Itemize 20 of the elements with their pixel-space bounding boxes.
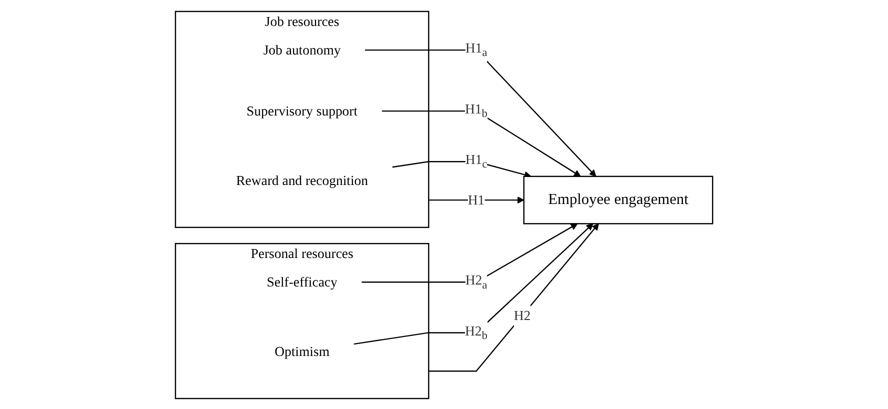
- edge-label: H1$_{c}$: [465, 152, 488, 170]
- edge-label: H2$_{b}$: [464, 322, 488, 342]
- arrow: [428, 222, 599, 372]
- node-text: Supervisory support: [246, 102, 358, 118]
- arrow: [428, 196, 524, 204]
- edge-label: H2$_{a}$: [465, 272, 488, 292]
- node-box: Employee engagement: [523, 175, 714, 224]
- arrow: [364, 48, 596, 176]
- edge-label: H1$_{a}$: [465, 40, 488, 59]
- arrow: [382, 110, 581, 176]
- node-text: Job autonomy: [263, 42, 341, 58]
- node-text: Optimism: [274, 344, 330, 359]
- edge-label: H1$_{b}$: [464, 101, 488, 120]
- arrow: [362, 222, 578, 282]
- edge-label: H1: [468, 192, 485, 208]
- node-text: Reward and recognition: [236, 172, 368, 188]
- edge-label: H2: [514, 307, 531, 323]
- arrow: [354, 222, 594, 344]
- node-text: Self-efficacy: [266, 274, 338, 290]
- arrow: [392, 160, 532, 178]
